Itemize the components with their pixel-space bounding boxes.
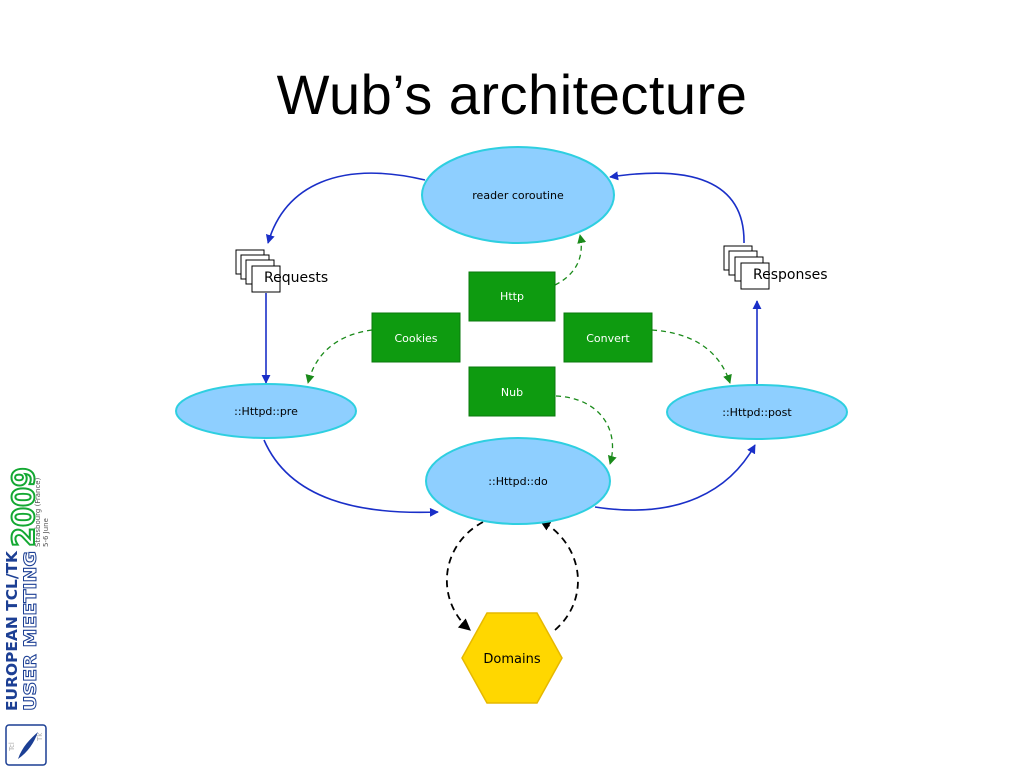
cookies-module: Cookies <box>371 312 461 363</box>
convert-module-label: Convert <box>586 332 630 345</box>
requests-label: Requests <box>264 270 328 286</box>
domains-node: Domains <box>461 612 563 704</box>
logo-year: 2009 <box>7 467 42 547</box>
reader-coroutine-node: reader coroutine <box>421 146 615 244</box>
dependency-arrow-cookies <box>305 329 373 384</box>
logo-line-2: USER MEETING <box>21 551 41 711</box>
domain-arrow-domains-to-do <box>538 519 579 631</box>
cookies-module-label: Cookies <box>394 332 437 345</box>
responses-label: Responses <box>753 267 828 283</box>
convert-module: Convert <box>563 312 653 363</box>
feather-icon <box>18 732 38 759</box>
httpd-do-node: ::Httpd::do <box>425 437 611 525</box>
badge-tk-label: Tk <box>36 732 44 742</box>
httpd-pre-node: ::Httpd::pre <box>175 383 357 439</box>
badge-tcl-label: Tcl <box>8 742 16 752</box>
tcl-tk-badge: Tcl Tk <box>5 724 47 766</box>
flow-arrow-do-to-post <box>594 444 756 511</box>
httpd-do-label: ::Httpd::do <box>488 475 548 488</box>
nub-module-label: Nub <box>501 386 523 399</box>
flow-arrow-reader-to-requests <box>265 172 426 244</box>
http-module: Http <box>468 271 556 322</box>
dependency-arrow-nub <box>555 395 617 465</box>
dependency-arrow-convert <box>651 329 732 384</box>
httpd-pre-label: ::Httpd::pre <box>234 405 298 418</box>
domains-label: Domains <box>483 652 540 667</box>
logo-dates: 5-6 June <box>42 518 50 547</box>
flow-arrow-responses-to-reader <box>609 171 745 244</box>
logo-line-1: EUROPEAN TCL/TK <box>3 550 21 711</box>
httpd-post-label: ::Httpd::post <box>722 406 792 419</box>
requests-document-stack: Requests <box>235 249 328 293</box>
reader-coroutine-label: reader coroutine <box>472 189 564 202</box>
http-module-label: Http <box>500 290 524 303</box>
slide-title: Wub’s architecture <box>276 63 748 126</box>
dependency-arrow-http <box>554 234 587 286</box>
httpd-post-node: ::Httpd::post <box>666 384 848 440</box>
conference-logo: EUROPEAN TCL/TK USER MEETING 2009 Strasb… <box>3 466 50 766</box>
logo-location: Strasbourg (France) <box>34 477 42 547</box>
flow-arrow-pre-to-do <box>263 439 439 517</box>
domain-arrow-do-to-domains <box>446 521 484 631</box>
responses-document-stack: Responses <box>723 245 828 290</box>
nub-module: Nub <box>468 366 556 417</box>
